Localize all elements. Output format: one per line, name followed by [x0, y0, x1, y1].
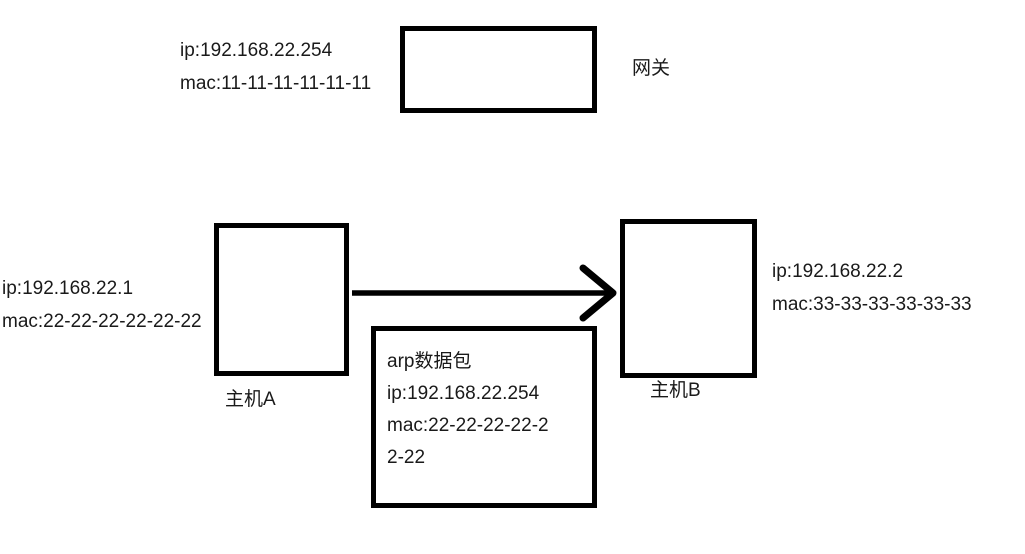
arp-packet-mac-line-2: 2-22: [387, 447, 426, 468]
host-a-label: 主机A: [225, 389, 276, 410]
gateway-label: 网关: [632, 58, 671, 79]
gateway-info: ip:192.168.22.254 mac:11-11-11-11-11-11: [180, 34, 371, 100]
host-b-ip: ip:192.168.22.2: [772, 261, 904, 282]
gateway-mac: mac:11-11-11-11-11-11: [180, 73, 372, 94]
gateway-box: [400, 26, 597, 113]
arp-packet-mac-line-1: mac:22-22-22-22-2: [387, 415, 549, 436]
host-a-mac: mac:22-22-22-22-22-22: [2, 311, 202, 332]
gateway-ip: ip:192.168.22.254: [180, 40, 333, 61]
host-b-box: [620, 219, 757, 378]
host-b-mac: mac:33-33-33-33-33-33: [772, 294, 972, 315]
arrow-head-icon: [579, 264, 617, 322]
arrow-host-a-to-host-b: [352, 264, 617, 322]
host-b-label: 主机B: [650, 380, 701, 401]
host-b-info: ip:192.168.22.2 mac:33-33-33-33-33-33: [772, 255, 972, 321]
arp-packet-text: arp数据包 ip:192.168.22.254 mac:22-22-22-22…: [387, 346, 549, 474]
arp-packet-box: [371, 326, 597, 508]
arp-packet-ip: ip:192.168.22.254: [387, 383, 540, 404]
arp-packet-title: arp数据包: [387, 351, 472, 372]
host-a-ip: ip:192.168.22.1: [2, 278, 134, 299]
host-a-box: [214, 223, 349, 376]
host-a-info: ip:192.168.22.1 mac:22-22-22-22-22-22: [2, 272, 202, 338]
